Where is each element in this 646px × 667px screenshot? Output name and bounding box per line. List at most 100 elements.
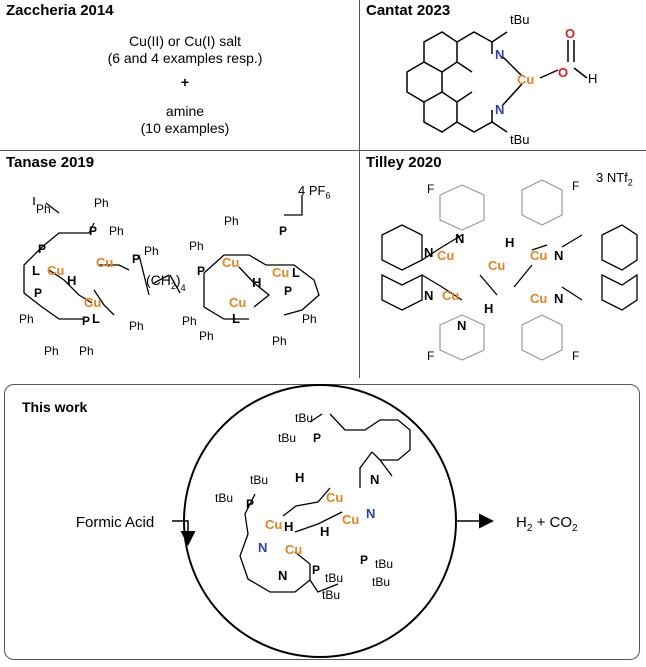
tilley-n-2: N (455, 231, 464, 246)
cantat-o-double: O (565, 26, 575, 41)
tbu-label-8: tBu (372, 575, 390, 589)
tanase-ph-12: Ph (199, 329, 214, 343)
tilley-n-4: N (457, 318, 466, 333)
tilley-cu-4: Cu (530, 248, 547, 263)
tanase-ph-10: Ph (224, 214, 239, 228)
tilley-n-5: N (554, 248, 563, 263)
tanase-chain: (CH2)4 (146, 272, 186, 293)
tanase-ph-6: Ph (44, 344, 59, 358)
tanase-l-4: L (232, 311, 240, 326)
tbu-label-5: tBu (325, 571, 343, 585)
tanase-ph-7: Ph (79, 344, 94, 358)
tanase-p-2: P (89, 224, 97, 238)
tanase-l-3: L (292, 265, 300, 280)
p-label-2: P (246, 497, 254, 511)
cu-label-2: Cu (342, 512, 359, 527)
cycle-circle (183, 384, 457, 658)
tanase-cu-1: Cu (47, 263, 64, 278)
tanase-p-6: P (197, 264, 205, 278)
cantat-tbu-top: tBu (510, 12, 530, 27)
h-label-2: H (284, 519, 293, 534)
tilley-f-4: F (572, 349, 579, 363)
product-label: H2 + CO2 (516, 514, 578, 534)
cantat-h: H (588, 71, 597, 86)
tilley-f-3: F (427, 349, 434, 363)
this-work-title: This work (22, 399, 88, 415)
catalytic-cycle: tBu tBu P tBu tBu P H Cu N Cu N Cu H H C… (172, 384, 494, 658)
tbu-label-7: tBu (375, 557, 393, 571)
vertical-divider (359, 0, 360, 378)
tilley-cu-1: Cu (437, 248, 454, 263)
zaccheria-title: Zaccheria 2014 (6, 2, 114, 19)
tilley-title: Tilley 2020 (366, 154, 442, 171)
tanase-p-5: P (82, 314, 90, 328)
tanase-ph-8: Ph (129, 319, 144, 333)
cantat-o-single: O (558, 65, 568, 80)
tilley-f-2: F (572, 179, 579, 193)
tanase-p-8: P (284, 284, 292, 298)
reactant-label: Formic Acid (75, 514, 155, 531)
cu-label-4: Cu (285, 542, 302, 557)
tanase-counterion: 4 PF6 (298, 183, 331, 201)
tanase-ph-13: Ph (272, 334, 287, 348)
tanase-title: Tanase 2019 (6, 154, 95, 171)
tanase-p-7: P (279, 224, 287, 238)
zaccheria-salt-line: Cu(II) or Cu(I) salt (128, 33, 241, 49)
tilley-cu-2: Cu (442, 288, 459, 303)
tanase-ph-14: Ph (302, 312, 317, 326)
tanase-ph-2: Ph (94, 196, 109, 210)
cantat-cu: Cu (517, 72, 534, 87)
p-label-3: P (312, 563, 320, 577)
zaccheria-salt-examples: (6 and 4 examples resp.) (107, 50, 263, 66)
tanase-cu-3: Cu (84, 295, 101, 310)
zaccheria-plus: + (180, 74, 190, 90)
h-label-3: H (320, 524, 329, 539)
tanase-ph-4: Ph (144, 244, 159, 258)
tanase-ph-3: Ph (109, 224, 124, 238)
tilley-h-2: H (505, 235, 514, 250)
h-label-1: H (295, 470, 304, 485)
tanase-ph-5: Ph (19, 312, 34, 326)
tanase-cu-5: Cu (272, 265, 289, 280)
n-label-4: N (278, 568, 287, 583)
tanase-l-2: L (92, 311, 100, 326)
formic-acid-arrow (172, 520, 196, 546)
tilley-cu-5: Cu (530, 291, 547, 306)
tbu-label-2: tBu (278, 431, 296, 445)
tbu-label-1: tBu (295, 411, 313, 425)
tanase-h-1: H (67, 273, 76, 288)
tanase-cu-2: Cu (96, 255, 113, 270)
tbu-label-4: tBu (215, 491, 233, 505)
p-label-4: P (360, 553, 368, 567)
cantat-n-bottom: N (495, 102, 504, 117)
tanase-cu-6: Cu (229, 295, 246, 310)
zaccheria-amine-line: amine (165, 103, 205, 119)
tanase-p-4: P (34, 286, 42, 300)
tanase-p-3: P (132, 252, 140, 266)
tanase-ph-1: Ph (36, 202, 51, 216)
zaccheria-amine-examples: (10 examples) (140, 120, 230, 136)
tanase-cu-4: Cu (222, 255, 239, 270)
cantat-tbu-bottom: tBu (510, 132, 530, 147)
tanase-structure: Ph Ph Ph Ph P P P P P L Cu Cu H Cu L Ph … (19, 195, 320, 358)
tanase-l-1: L (32, 263, 40, 278)
tanase-h-2: H (252, 275, 261, 290)
cu-label-1: Cu (326, 490, 343, 505)
tanase-ph-9: Ph (189, 239, 204, 253)
tbu-label-6: tBu (322, 588, 340, 602)
tilley-n-3: N (424, 288, 433, 303)
tilley-n-6: N (554, 291, 563, 306)
cantat-structure: N N Cu O O H tBu tBu (406, 12, 597, 147)
n-label-1: N (370, 472, 379, 487)
tilley-counterion: 3 NTf2 (596, 170, 633, 188)
p-label-1: P (313, 431, 321, 445)
tanase-p-1: P (38, 242, 46, 256)
tanase-ph-11: Ph (182, 314, 197, 328)
cu-label-3: Cu (265, 517, 282, 532)
tbu-label-3: tBu (250, 473, 268, 487)
top-divider (0, 150, 646, 151)
tilley-structure: F F F F N Cu N N Cu N Cu H H Cu N Cu N (381, 179, 638, 363)
tilley-n-1: N (424, 245, 433, 260)
tilley-f-1: F (427, 182, 434, 196)
cantat-n-top: N (495, 47, 504, 62)
